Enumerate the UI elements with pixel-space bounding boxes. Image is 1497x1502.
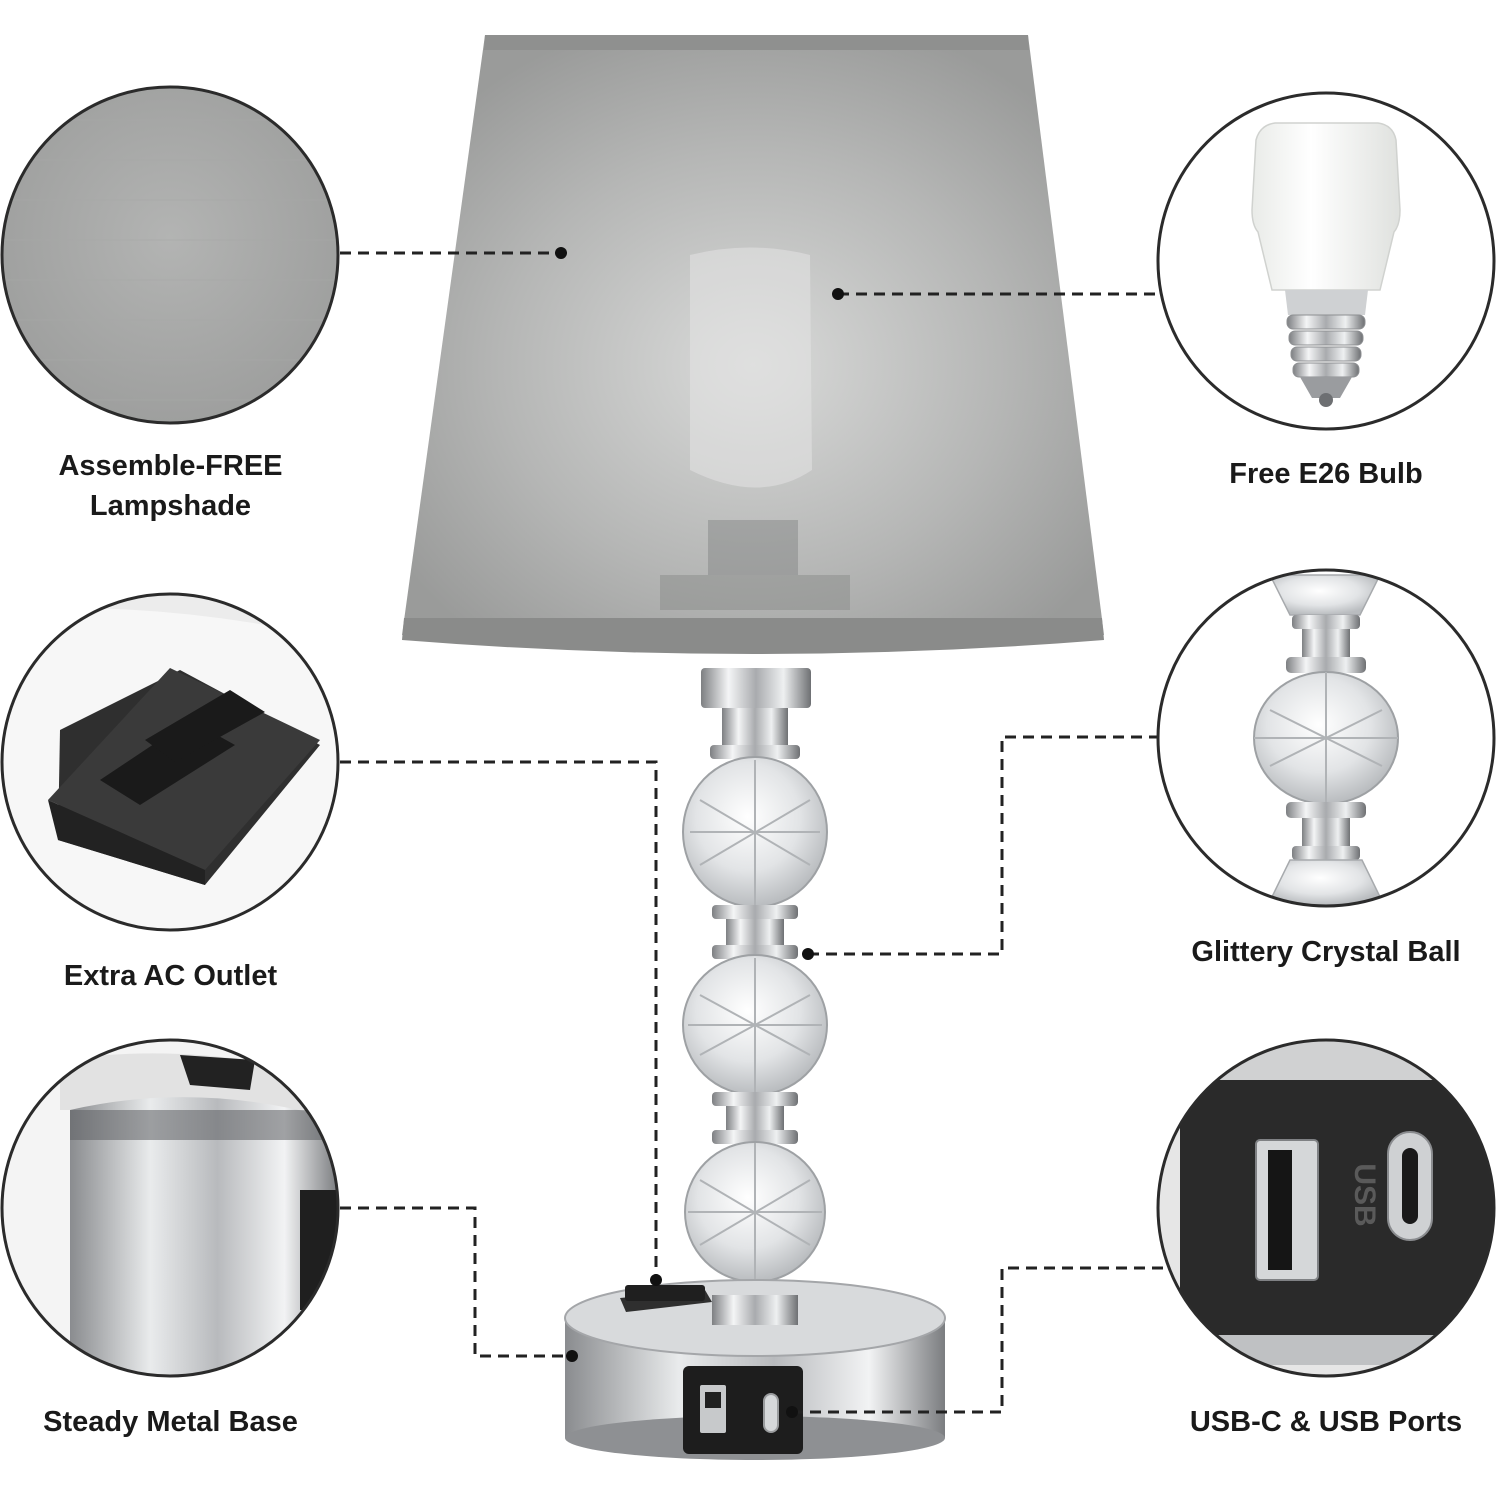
label-assemble-free-lampshade: Assemble-FREE Lampshade <box>8 446 333 526</box>
endpoint-dot <box>555 247 567 259</box>
fabric-texture-icon <box>0 85 340 425</box>
callout-connectors <box>340 251 1170 1414</box>
connector-crystal <box>808 735 1160 956</box>
label-line: Extra AC Outlet <box>63 960 278 992</box>
lamp-illustration <box>402 35 1104 1460</box>
label-glittery-crystal-ball: Glittery Crystal Ball <box>1140 932 1497 972</box>
ac-outlet <box>620 1285 712 1312</box>
label-extra-ac-outlet: Extra AC Outlet <box>8 956 333 996</box>
light-bulb-icon <box>1156 91 1496 431</box>
connector-base <box>340 1206 572 1358</box>
label-free-e26-bulb: Free E26 Bulb <box>1158 454 1494 494</box>
label-line: Free E26 Bulb <box>1229 458 1423 490</box>
crystal-ball <box>682 756 828 908</box>
label-line: Steady Metal Base <box>43 1406 298 1438</box>
lampshade <box>402 35 1104 654</box>
label-usb-c-usb-ports: USB-C & USB Ports <box>1140 1402 1497 1442</box>
endpoint-dot <box>832 288 844 300</box>
connector-endpoints <box>555 247 844 1418</box>
label-line: USB-C & USB Ports <box>1189 1406 1463 1438</box>
endpoint-dot <box>566 1350 578 1362</box>
connector-outlet <box>340 760 658 1280</box>
chrome-neck <box>701 668 811 759</box>
endpoint-dot <box>650 1274 662 1286</box>
endpoint-dot <box>786 1406 798 1418</box>
endpoint-dot <box>802 948 814 960</box>
label-line: Lampshade <box>89 490 252 522</box>
usb-ports-icon: USB <box>1156 1038 1496 1378</box>
label-steady-metal-base: Steady Metal Base <box>8 1402 333 1442</box>
crystal-stem-icon <box>1156 568 1496 908</box>
metal-base-icon <box>0 1038 340 1378</box>
ac-outlet-icon <box>0 592 340 932</box>
connector-ports <box>792 1266 1170 1414</box>
metal-base <box>564 1279 946 1460</box>
crystal-ball <box>682 954 828 1096</box>
label-line: Glittery Crystal Ball <box>1191 936 1461 968</box>
usb-port-label: USB <box>1348 1163 1381 1226</box>
label-line: Assemble-FREE <box>58 450 283 482</box>
crystal-ball <box>684 1141 826 1283</box>
usb-ports <box>683 1366 803 1454</box>
